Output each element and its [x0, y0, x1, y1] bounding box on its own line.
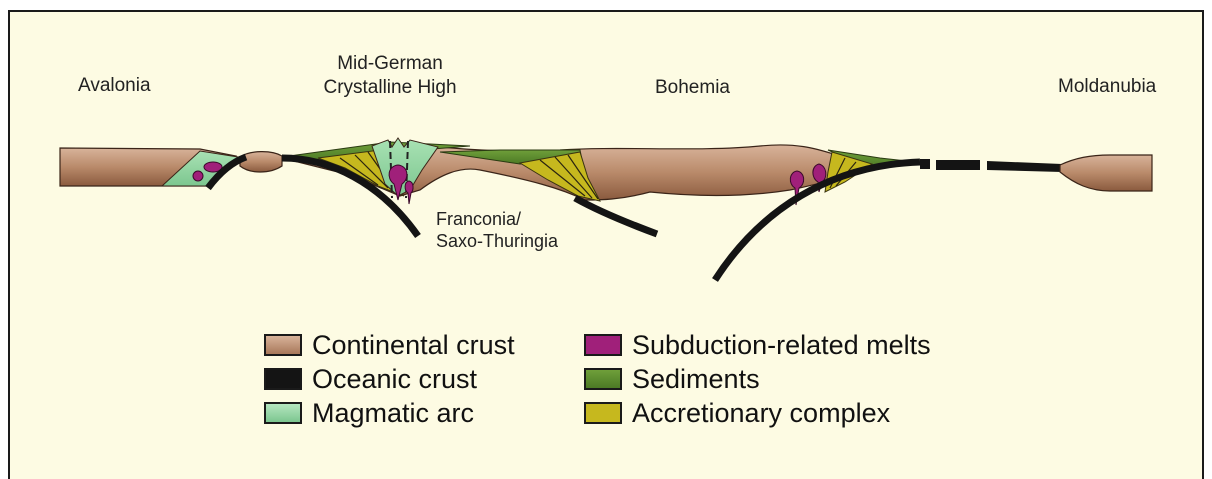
label-mid-german-line2: Crystalline High: [310, 76, 470, 100]
legend-item-subduction-related-melts: Subduction-related melts: [584, 328, 931, 362]
label-moldanubia: Moldanubia: [1058, 75, 1156, 99]
legend-item-accretionary-complex: Accretionary complex: [584, 396, 890, 430]
moldanubia-crust: [1060, 155, 1152, 191]
swatch-continental-crust: [264, 334, 302, 356]
legend-label: Subduction-related melts: [632, 330, 931, 361]
legend-item-continental-crust: Continental crust: [264, 328, 515, 362]
swatch-oceanic-crust: [264, 368, 302, 390]
legend-label: Oceanic crust: [312, 364, 477, 395]
oceanic-crust-segment: [987, 161, 1062, 172]
swatch-sediments: [584, 368, 622, 390]
legend-item-oceanic-crust: Oceanic crust: [264, 362, 477, 396]
oceanic-crust-segment: [936, 160, 980, 170]
legend-label: Magmatic arc: [312, 398, 474, 429]
legend-item-magmatic-arc: Magmatic arc: [264, 396, 474, 430]
label-mid-german-line1: Mid-German: [310, 52, 470, 76]
label-mid-german-crystalline-high: Mid-German Crystalline High: [310, 52, 470, 100]
swatch-magmatic-arc: [264, 402, 302, 424]
swatch-subduction-related-melts: [584, 334, 622, 356]
annotation-line2: Saxo-Thuringia: [436, 230, 558, 252]
label-avalonia: Avalonia: [78, 74, 151, 98]
label-bohemia: Bohemia: [655, 76, 730, 100]
annotation-line1: Franconia/: [436, 208, 558, 230]
avalonia-melt: [193, 171, 203, 181]
legend-label: Continental crust: [312, 330, 515, 361]
oceanic-crust-segment: [920, 159, 930, 169]
swatch-accretionary-complex: [584, 402, 622, 424]
oceanic-slab-bohemia-west: [575, 198, 657, 234]
label-franconia-saxo-thuringia: Franconia/ Saxo-Thuringia: [436, 208, 558, 252]
legend-label: Sediments: [632, 364, 760, 395]
legend-item-sediments: Sediments: [584, 362, 760, 396]
microcontinent-crust: [240, 152, 282, 172]
legend-label: Accretionary complex: [632, 398, 890, 429]
